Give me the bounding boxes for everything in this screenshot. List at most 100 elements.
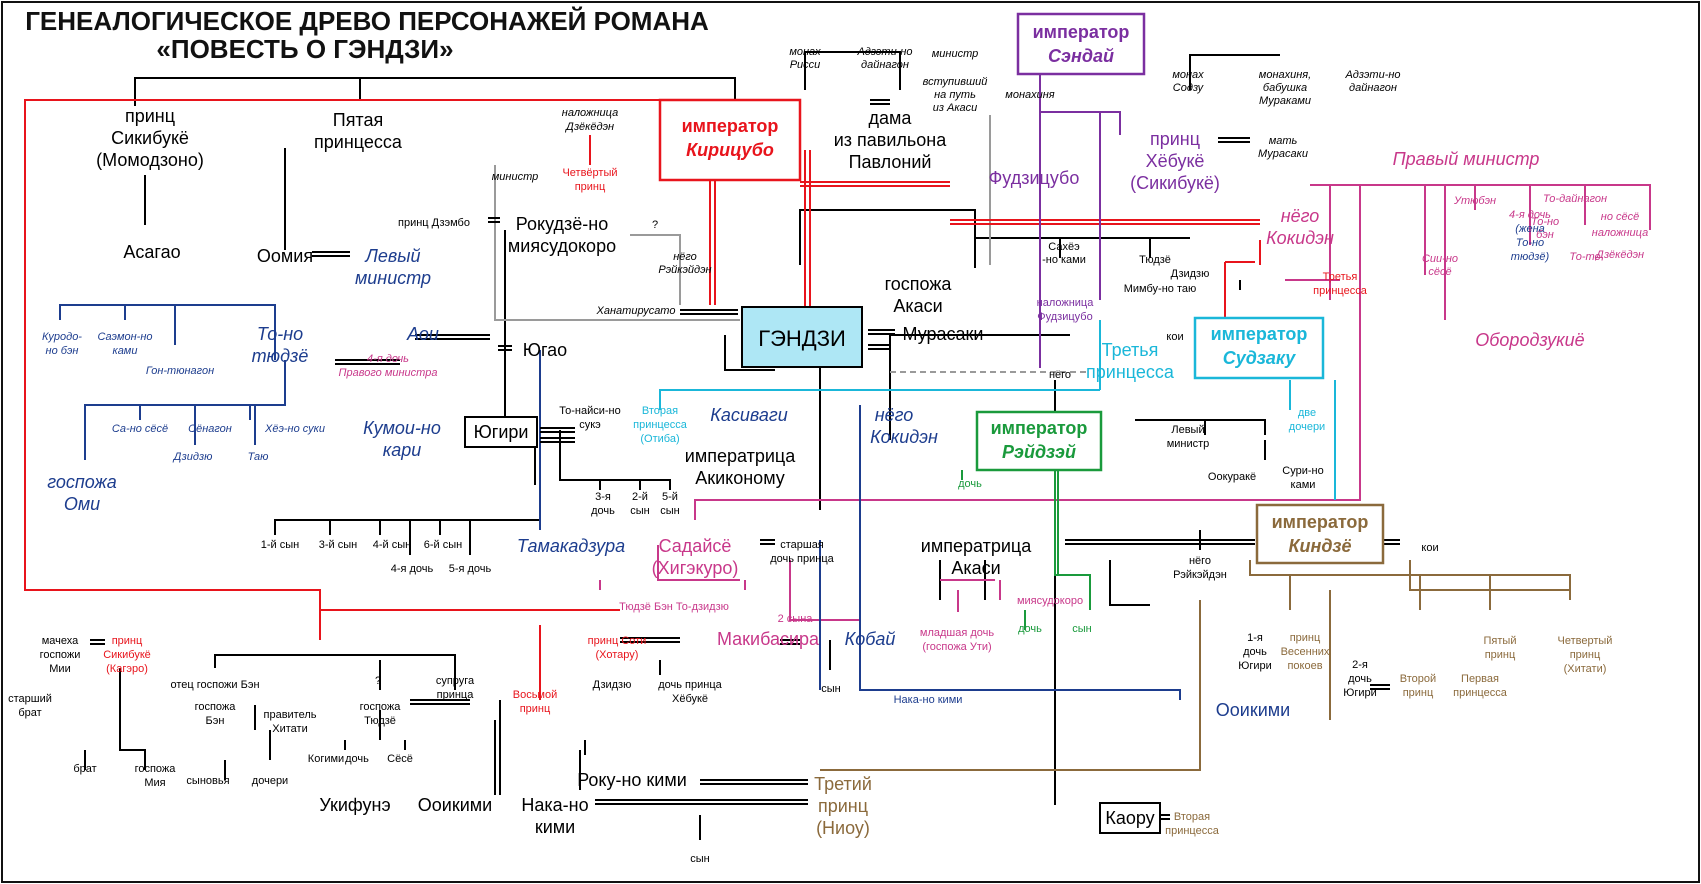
fourth-daughter-l2: (жена [1515,223,1545,235]
question-2: ? [375,675,381,687]
sendai-family-group: монах Содзу монахиня, бабушка Мураками А… [1172,69,1400,160]
kinjo-children: 1-я дочь Югири принц Весенних покоев Пят… [1165,632,1612,837]
fifth-prince-l2: принц [1485,649,1516,661]
to-no-tyudze-l2: тюдзё [252,346,309,366]
roku-no-kimi: Року-но кими [577,770,687,790]
lady-ben-l2: Бэн [206,715,225,727]
prince-spring-l1: принц [1290,632,1321,644]
fifth-prince-l1: Пятый [1484,635,1517,647]
suri-l2: ками [1291,479,1316,491]
to-no-ben-l1: То-но [1531,216,1559,228]
son-4: 4-й сын [373,539,411,551]
son2-l1: 2-й [632,491,648,503]
tyudze-ben-todzidzyu: Тюдзё Бэн То-дзидзю [619,601,729,613]
younger-daughter-l1: младшая дочь [920,627,994,639]
sa-no-seso: Са-но сёсё [112,423,168,435]
nun-grandma-l3: Мураками [1259,95,1311,107]
younger-daughter-l2: (госпожа Ути) [922,641,991,653]
prince-kagero-l2: Сикибукё [103,649,151,661]
two-sons: 2 сына [778,613,814,625]
brown-connectors [820,544,1571,771]
kobai-name: Кобай [845,629,896,649]
lady-omi-l2: Оми [64,494,100,514]
left-minister2-group: Левый министр Оокуракё Сури-но ками нёго… [1167,424,1439,581]
minister-akashi-l1: министр [932,48,979,60]
kumoi-l2: кари [383,440,422,460]
red-small-group: принц Сикибукё (Кагэро) Восьмой принц пр… [103,635,646,715]
red-connectors [24,99,1261,700]
minister-akashi-l4: из Акаси [933,102,978,114]
son2-l2: сын [630,505,649,517]
monk-rissi-l2: Рисси [790,59,821,71]
left-minister-children: Куродо- но бэн Саэмон-но ками Гон-тюнаго… [42,331,325,463]
to-dainagon: То-дайнагон [1543,193,1607,205]
first-princess-l1: Первая [1461,673,1499,685]
suzaku-box [1193,316,1325,380]
kashiwagi-name: Касиваги [710,405,788,425]
to-no-ben-l2: бэн [1536,229,1554,241]
kaoru-box [1099,802,1161,834]
makibashira-name: Макибасира [717,629,820,649]
kaoru-name: Каору [1105,808,1154,828]
monk-sodzu-l1: монах [1172,69,1204,81]
fourth-daughter-l1: 4-я дочь [1509,209,1551,221]
kogimi: Когими [308,753,344,765]
kiritsubo-box [658,98,802,182]
third-princess-red-l1: Третья [1323,271,1358,283]
son-blue: сын [821,683,840,695]
lady-miya-l2: Мия [144,777,165,789]
fourth-prince2-l1: Четвертый [1558,635,1613,647]
stepmother-l2: госпожи [40,649,81,661]
eighth-prince-l2: принц [520,703,551,715]
second-dau-l1: 2-я [1352,659,1368,671]
empress-akashi-l1: императрица [921,536,1032,556]
daughter-2: дочь [1018,623,1042,635]
concubine-dzekyoden-l2: Дзёкёдэн [564,121,614,133]
dzidzyu-3: Дзидзю [593,679,632,691]
son3-l2: дочь [591,505,615,517]
lady-pavilion-l2: из павильона [834,130,948,150]
dzidzyu-2: Дзидзю [172,451,213,463]
oborodzukie: Обородзукиё [1475,330,1584,350]
concubine-fujitsubo-l1: наложница [1037,297,1095,309]
rokujo-l2: миясудокоро [508,236,616,256]
son-3: 3-й сын [319,539,357,551]
wife-prince-l2: принца [437,689,475,701]
fourth-prince-l1: Четвёртый [562,167,617,179]
first-dau-l1: 1-я [1247,632,1263,644]
koi-2: кои [1421,542,1438,554]
fourth-daughter-l3: То-но [1516,237,1544,249]
nego-reikeiden-l1: нёго [1189,555,1211,567]
nyogo-kokiden2-l1: нёго [875,405,914,425]
sesyo: Сёсё [387,753,413,765]
third-princess-l1: Третья [1102,340,1159,360]
governor-l1: правитель [264,709,317,721]
prince-kagero-l3: (Кагэро) [106,663,148,675]
prince-spring-l2: Весенних [1281,646,1330,658]
nyogo-reikeiden-l2: Рэйкэйдэн [658,264,711,276]
sons: сыновья [186,775,229,787]
suzaku-area-group: Сахёэ -но ками Тюдзё Дзидзю Мимбу-но таю… [1037,241,1210,381]
naka-l2: кими [535,817,575,837]
nego-reikeiden-l2: Рэйкэйдэн [1173,569,1227,581]
nyogo-kokiden-l1: нёго [1281,206,1320,226]
son-bottom: сын [690,853,709,865]
prince-hyobukyo-l1: принц [1150,129,1200,149]
shonagon: Сёнагон [188,423,232,435]
right-minister: Правый министр [1393,149,1540,169]
fifth-princess-l2: принцесса [314,132,403,152]
left-minister-l1: Левый [364,246,420,266]
prince-dzembo: принц Дзэмбо [398,217,470,229]
lady-tyudze-l1: госпожа [360,701,402,713]
heino-suki: Хёэ-но суки [264,423,325,435]
fujitsubo-name: Фудзицубо [989,168,1080,188]
prince-hyobukyo-l3: (Сикибукё) [1130,173,1220,193]
prince-shikibukyo-l3: (Момодзоно) [96,150,204,170]
son-6: 6-й сын [424,539,462,551]
dau-4: 4-я дочь [391,563,434,575]
lady-akashi-l1: госпожа [885,274,953,294]
left-minister-l2: министр [355,268,431,288]
fourth-right-l1: 4-я дочь [367,353,409,365]
